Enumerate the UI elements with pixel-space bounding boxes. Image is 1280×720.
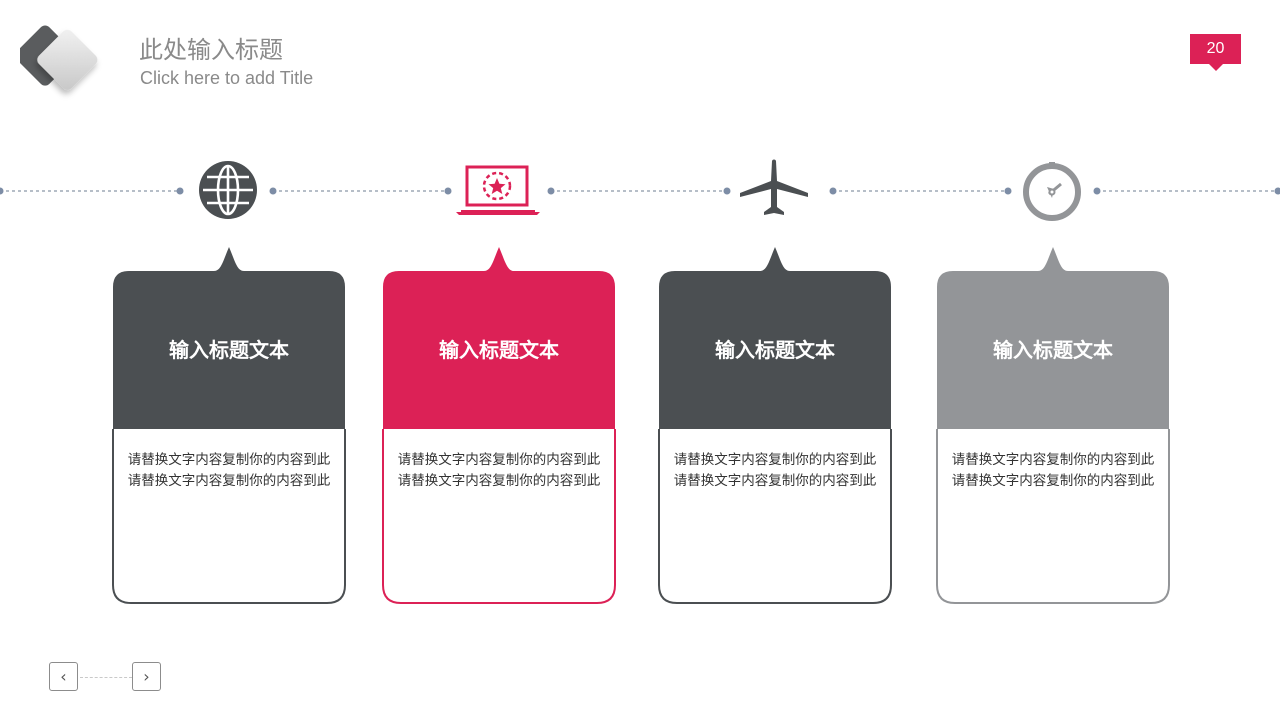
nav-divider xyxy=(80,677,132,678)
card-title: 输入标题文本 xyxy=(715,338,835,362)
globe-icon xyxy=(198,160,258,224)
airplane-icon xyxy=(738,159,810,225)
page-title: 此处输入标题 xyxy=(139,36,283,64)
card-title: 输入标题文本 xyxy=(993,338,1113,362)
card-body: 请替换文字内容复制你的内容到此请替换文字内容复制你的内容到此 xyxy=(951,452,1155,489)
prev-slide-button[interactable]: ‹ xyxy=(49,662,78,691)
logo xyxy=(15,24,120,104)
card-body: 请替换文字内容复制你的内容到此请替换文字内容复制你的内容到此 xyxy=(127,452,331,489)
compass-icon xyxy=(1021,161,1083,227)
card-title: 输入标题文本 xyxy=(439,338,559,362)
timeline xyxy=(0,187,1280,195)
card-1: 输入标题文本 请替换文字内容复制你的内容到此请替换文字内容复制你的内容到此 xyxy=(111,247,347,607)
card-2: 输入标题文本 请替换文字内容复制你的内容到此请替换文字内容复制你的内容到此 xyxy=(381,247,617,607)
page-number-badge: 20 xyxy=(1190,34,1241,71)
chevron-right-icon: › xyxy=(143,667,150,686)
card-3: 输入标题文本 请替换文字内容复制你的内容到此请替换文字内容复制你的内容到此 xyxy=(657,247,893,607)
card-body: 请替换文字内容复制你的内容到此请替换文字内容复制你的内容到此 xyxy=(397,452,601,489)
page-subtitle: Click here to add Title xyxy=(140,68,314,88)
card-body: 请替换文字内容复制你的内容到此请替换文字内容复制你的内容到此 xyxy=(673,452,877,489)
card-4: 输入标题文本 请替换文字内容复制你的内容到此请替换文字内容复制你的内容到此 xyxy=(935,247,1171,607)
card-title: 输入标题文本 xyxy=(169,338,289,362)
next-slide-button[interactable]: › xyxy=(132,662,161,691)
chevron-left-icon: ‹ xyxy=(60,667,67,686)
laptop-star-icon xyxy=(455,165,541,221)
